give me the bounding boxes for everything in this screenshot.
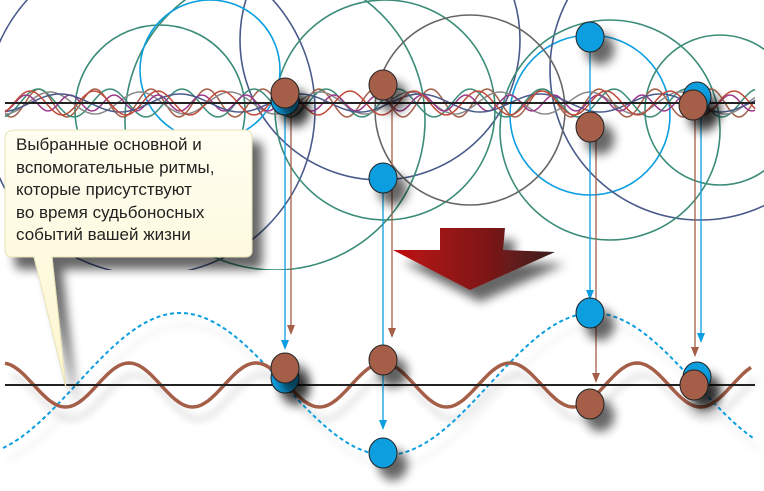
secondary-rhythm-marker [270,352,300,384]
arrowhead-icon [586,290,594,300]
arrowhead-icon [379,420,387,430]
secondary-rhythm-marker [270,77,300,109]
top-wave [4,90,756,116]
callout-line: которые присутствуют [16,180,192,199]
secondary-rhythm-marker [678,89,708,121]
arrowhead-icon [388,328,396,338]
secondary-rhythm-marker [368,344,398,376]
callout-line: событий вашей жизни [16,225,191,244]
callout-line: Выбранные основной и [16,135,202,154]
secondary-rhythm-marker [575,111,605,143]
callout-box [4,129,253,389]
callout-line: вспомогательные ритмы, [16,157,215,177]
projection-arrows [281,45,705,430]
rhythm-arc [549,0,764,221]
main-rhythm-marker [575,21,605,53]
arrowhead-icon [592,373,600,383]
main-rhythm-marker [368,162,398,194]
secondary-rhythm-marker [575,388,605,420]
callout-line: во время судьбоносных [16,202,205,222]
main-rhythm-marker [575,297,605,329]
arrowhead-icon [691,347,699,357]
arrowhead-icon [697,333,705,343]
secondary-rhythm-marker [368,69,398,101]
rhythm-arc [124,0,426,270]
secondary-rhythm-marker [679,369,709,401]
main-rhythm-marker [368,437,398,469]
rhythm-arc [499,19,721,241]
arrowhead-icon [281,340,289,350]
arrowhead-icon [287,325,295,335]
callout-text: Выбранные основной и вспомогательные рит… [16,134,256,247]
top-wave [4,91,756,115]
event-markers [270,21,712,469]
big-down-arrow [393,228,555,290]
rhythm-arc [139,0,281,141]
rhythm-arc [644,34,764,186]
